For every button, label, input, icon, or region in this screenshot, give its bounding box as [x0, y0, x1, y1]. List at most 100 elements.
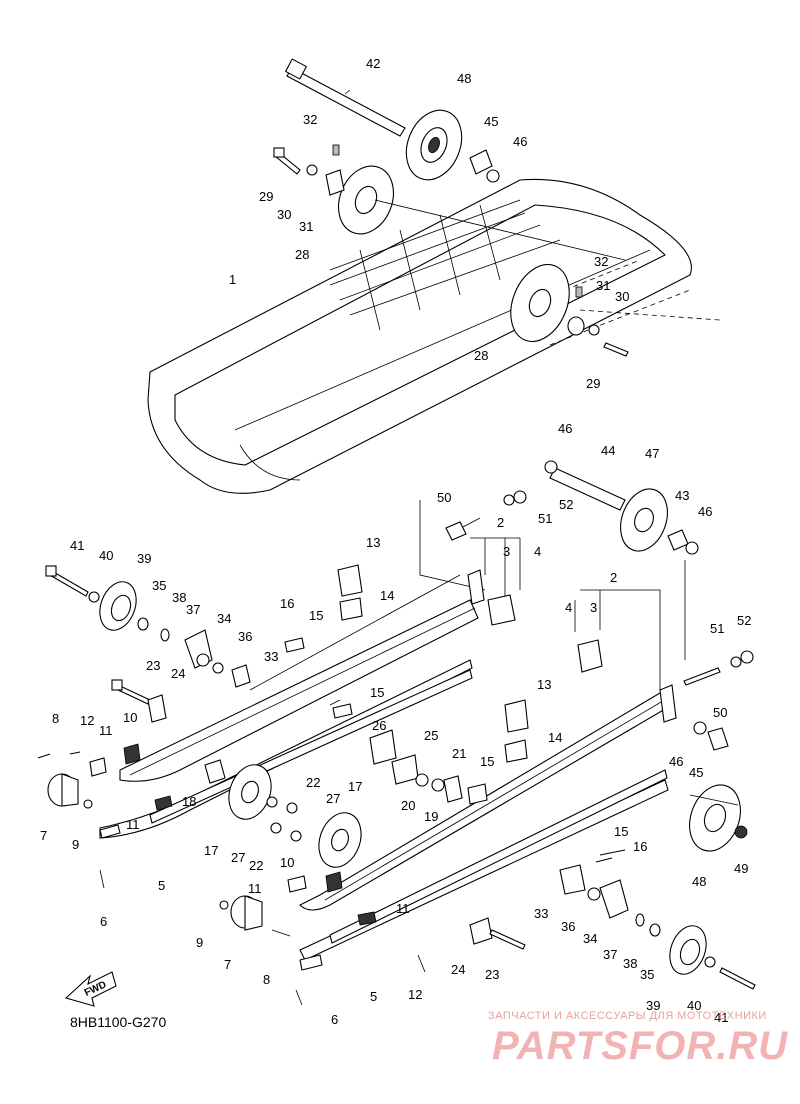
callout: 23 [485, 967, 499, 982]
callout: 13 [537, 677, 551, 692]
callout: 30 [277, 207, 291, 222]
callout: 22 [306, 775, 320, 790]
callout: 4 [534, 544, 541, 559]
bracket-25-26 [369, 729, 488, 805]
callout: 45 [689, 765, 703, 780]
bolt-23-24-left [111, 679, 167, 723]
callout: 33 [264, 649, 278, 664]
callout: 28 [474, 348, 488, 363]
callout: 18 [182, 794, 196, 809]
slider-clip-10-11-left [37, 743, 173, 811]
reference-lines [374, 199, 686, 690]
callout: 15 [480, 754, 494, 769]
watermark-brand: PARTSFOR.RU [492, 1024, 789, 1068]
callout: 24 [171, 666, 185, 681]
callout: 5 [370, 989, 377, 1004]
callout: 38 [172, 590, 186, 605]
callout: 33 [534, 906, 548, 921]
callout: 47 [645, 446, 659, 461]
rear-idler-wheel-top [405, 109, 463, 181]
callout: 23 [146, 658, 160, 673]
callout: 7 [40, 828, 47, 843]
bracket-13-left [284, 564, 363, 719]
callout: 8 [263, 972, 270, 987]
callout: 2 [497, 515, 504, 530]
screw-6-right [295, 954, 323, 1006]
bumper-7-right [219, 895, 291, 937]
callout: 3 [503, 544, 510, 559]
callout: 20 [401, 798, 415, 813]
callout: 11 [396, 901, 410, 916]
callout: 9 [72, 837, 79, 852]
callout: 27 [231, 850, 245, 865]
bracket-34-left [184, 629, 251, 688]
spacer-collar-top [469, 149, 500, 183]
wheel-17-right [318, 812, 362, 868]
callout: 37 [603, 947, 617, 962]
bolt-50-top [445, 490, 527, 541]
callout: 40 [99, 548, 113, 563]
wheel-48-right [689, 784, 748, 852]
callout: 39 [137, 551, 151, 566]
callout: 3 [590, 600, 597, 615]
callout: 17 [348, 779, 362, 794]
callout: 9 [196, 935, 203, 950]
watermark-tagline: ЗАПЧАСТИ И АКСЕССУАРЫ ДЛЯ МОТОТЕХНИКИ [488, 1010, 767, 1022]
callout: 49 [734, 861, 748, 876]
slide-rail-left [99, 574, 479, 839]
bracket-34-right [559, 864, 661, 937]
callout: 12 [80, 713, 94, 728]
wheel-39-left [45, 565, 170, 642]
callout: 27 [326, 791, 340, 806]
callout: 15 [370, 685, 384, 700]
callout: 13 [366, 535, 380, 550]
callout: 10 [123, 710, 137, 725]
bolt-23-24-right [417, 917, 526, 973]
callout: 15 [309, 608, 323, 623]
callout: 5 [158, 878, 165, 893]
callout: 10 [280, 855, 294, 870]
callout: 16 [633, 839, 647, 854]
fwd-arrow-icon: FWD [64, 971, 117, 1007]
callout: 11 [99, 723, 113, 738]
callout: 24 [451, 962, 465, 977]
callout: 29 [586, 376, 600, 391]
callout: 34 [583, 931, 597, 946]
callout: 11 [126, 817, 140, 832]
shock-mount-bracket-left [467, 569, 516, 626]
callout: 31 [299, 219, 313, 234]
callout: 41 [70, 538, 84, 553]
callout: 29 [259, 189, 273, 204]
callout: 51 [710, 621, 724, 636]
callout-labels: 42 48 45 46 32 29 30 31 28 1 32 31 30 28… [40, 56, 751, 1027]
callout: 51 [538, 511, 552, 526]
callout: 46 [669, 754, 683, 769]
callout: 44 [601, 443, 615, 458]
callout: 32 [303, 112, 317, 127]
callout: 35 [152, 578, 166, 593]
callout: 52 [559, 497, 573, 512]
callout: 6 [331, 1012, 338, 1027]
callout: 34 [217, 611, 231, 626]
callout: 41 [714, 1010, 728, 1025]
callout: 30 [615, 289, 629, 304]
rear-axle-shaft [284, 58, 406, 137]
callout: 21 [452, 746, 466, 761]
callout: 37 [186, 602, 200, 617]
parts-45-46-right [683, 650, 754, 751]
callout: 36 [561, 919, 575, 934]
wheel-47 [620, 488, 699, 555]
callout: 28 [295, 247, 309, 262]
callout: 19 [424, 809, 438, 824]
callout: 48 [457, 71, 471, 86]
callout: 14 [548, 730, 562, 745]
callout: 42 [366, 56, 380, 71]
callout: 45 [484, 114, 498, 129]
callout: 50 [713, 705, 727, 720]
bumper-7-left [47, 773, 121, 889]
callout: 36 [238, 629, 252, 644]
small-washers-22-27 [266, 796, 302, 842]
axle-44 [544, 460, 626, 511]
callout: 15 [614, 824, 628, 839]
